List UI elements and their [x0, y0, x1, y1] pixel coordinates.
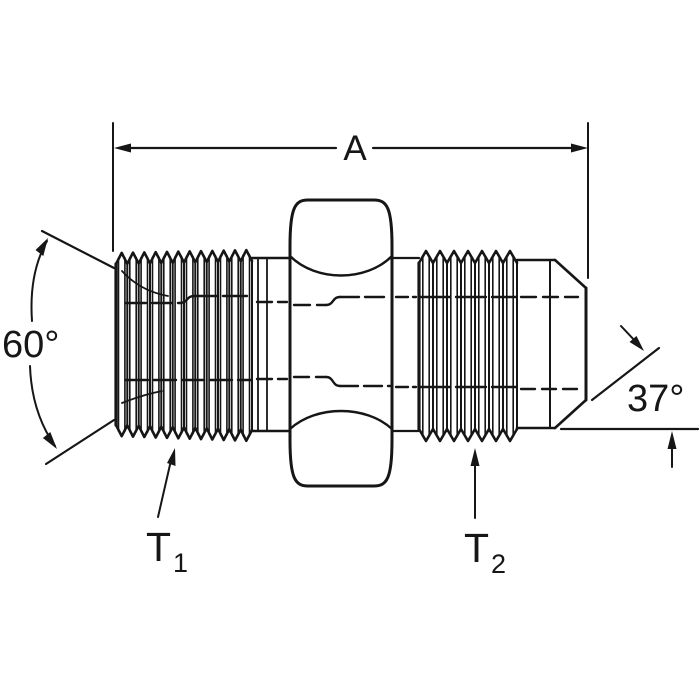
angle-37-up-arrowhead [667, 431, 677, 449]
t1-label-base: T [146, 524, 171, 570]
dimension-a: A [112, 122, 589, 279]
t2-arrowhead [470, 448, 480, 466]
thread-crest-bottom [417, 427, 519, 443]
nose-37-flare [515, 258, 588, 430]
t2-label: T2 [464, 525, 506, 579]
t1-callout: T1 [146, 448, 188, 578]
t2-label-base: T [464, 525, 489, 571]
thread-crest-top [417, 249, 519, 265]
thread-layer [114, 248, 519, 443]
angle-37-pointer-arrowhead [629, 336, 644, 351]
hex-upper-face-edge [288, 254, 394, 277]
hex-lower-face-edge [288, 409, 394, 431]
angle-60-annotation: 60° [2, 229, 116, 466]
angle-60-label: 60° [2, 324, 59, 366]
angle-60-arc-lower [29, 365, 56, 447]
angle-37-label: 37° [627, 378, 684, 420]
angle-37-annotation: 37° [559, 325, 700, 468]
arrowhead-right [571, 143, 588, 153]
angle-60-arrowhead-lower [42, 432, 57, 449]
left-shoulder [250, 256, 292, 433]
right-shoulder [390, 256, 421, 433]
t1-leader-line [157, 455, 173, 518]
arrowhead-left [114, 143, 131, 153]
nose-top-chamfer [553, 258, 588, 290]
t2-label-subscript: 2 [491, 549, 506, 579]
dimension-a-label: A [343, 129, 367, 168]
t1-arrowhead [167, 448, 176, 466]
bore-hidden-lines [124, 294, 580, 391]
right-jic-thread [417, 249, 519, 443]
left-npt-thread [114, 248, 254, 443]
nose-bottom-chamfer [553, 398, 588, 430]
angle-60-lower-leg [44, 418, 116, 466]
angle-60-upper-leg [40, 229, 116, 270]
angle-60-arrowhead-upper [35, 238, 48, 256]
t2-callout: T2 [464, 448, 506, 579]
angle-60-arc-upper [30, 240, 48, 322]
hex-nut [288, 198, 394, 488]
hex-silhouette [288, 198, 394, 488]
angle-37-slant-line [590, 346, 661, 402]
t1-label: T1 [146, 524, 188, 578]
t1-label-subscript: 1 [173, 548, 188, 578]
